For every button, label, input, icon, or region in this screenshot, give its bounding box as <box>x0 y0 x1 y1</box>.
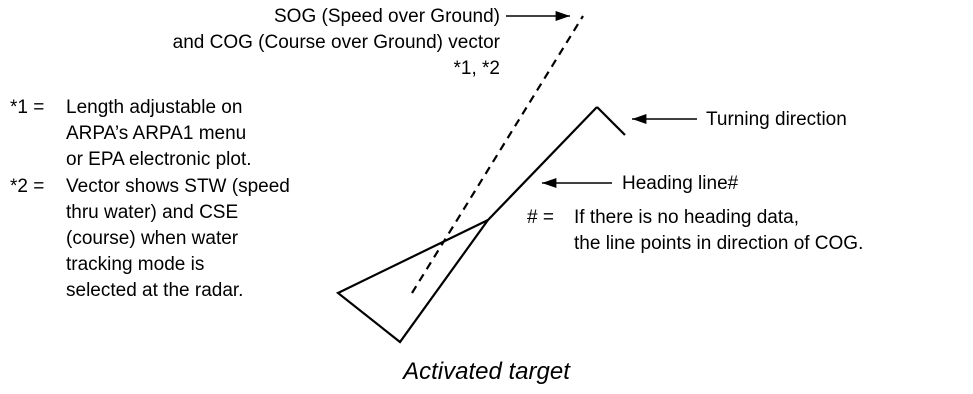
footnote-1-mark: *1 = <box>10 97 45 118</box>
sog-label-line2: and COG (Course over Ground) vector <box>172 32 500 53</box>
footnote-2-mark: *2 = <box>10 176 45 197</box>
diagram-caption: Activated target <box>403 358 570 385</box>
sog-cog-vector <box>411 15 584 294</box>
sog-label-footnote-refs: *1, *2 <box>453 58 500 79</box>
footnote-2-line: selected at the radar. <box>66 280 244 301</box>
footnote-2-line: tracking mode is <box>66 254 205 275</box>
footnote-2-line: Vector shows STW (speed <box>66 176 290 197</box>
turning-direction-label: Turning direction <box>706 109 847 130</box>
footnote-2-line: (course) when water <box>66 228 239 249</box>
turning-direction-tick <box>596 106 626 136</box>
hash-note-line2: the line points in direction of COG. <box>574 233 864 254</box>
footnote-1-line: or EPA electronic plot. <box>66 149 252 170</box>
heading-line <box>487 106 598 221</box>
heading-line-label: Heading line# <box>622 173 739 194</box>
footnote-2: *2 = Vector shows STW (speed thru water)… <box>10 176 330 316</box>
footnote-1-line: ARPA’s ARPA1 menu <box>66 123 247 144</box>
hash-note-line1: If there is no heading data, <box>574 207 799 228</box>
sog-label-line1: SOG (Speed over Ground) <box>274 6 500 27</box>
hash-note-mark: # = <box>527 207 554 228</box>
target-triangle <box>335 219 489 344</box>
footnote-1: *1 = Length adjustable on ARPA’s ARPA1 m… <box>10 97 310 177</box>
footnote-2-line: thru water) and CSE <box>66 202 239 223</box>
footnote-1-line: Length adjustable on <box>66 97 243 118</box>
